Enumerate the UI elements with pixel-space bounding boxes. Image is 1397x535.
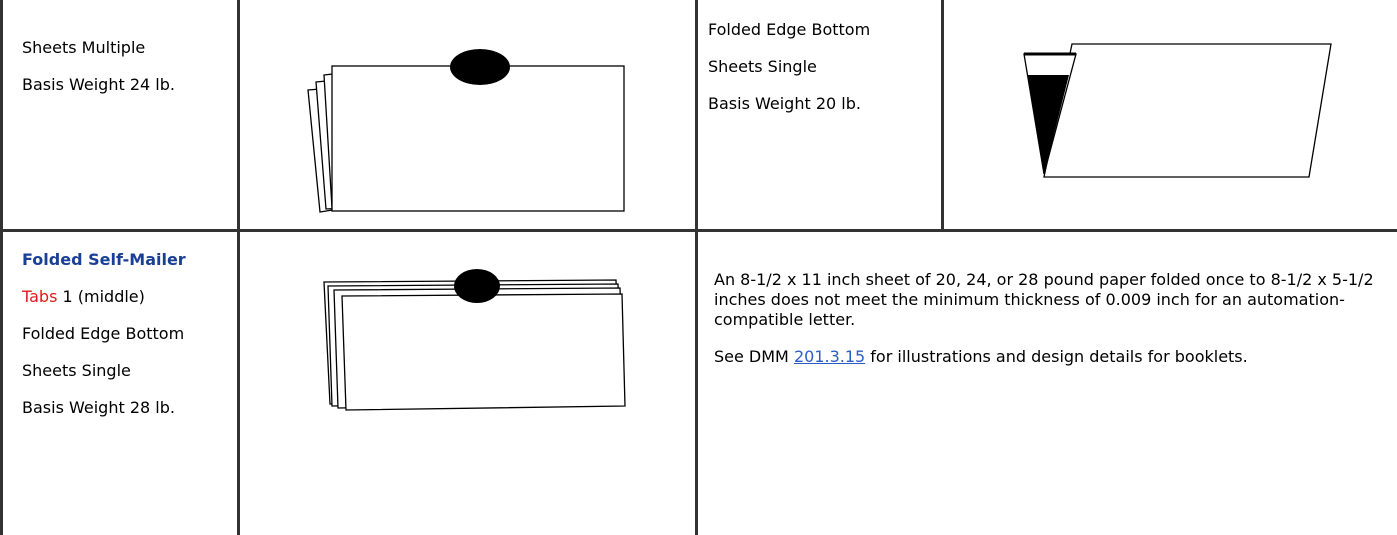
folded-edge-bottom-text: Folded Edge Bottom: [708, 20, 871, 39]
sheets-single-text: Sheets Single: [708, 57, 817, 76]
table-row-divider: [0, 229, 1397, 232]
basis-weight-20-text: Basis Weight 20 lb.: [708, 94, 861, 113]
tabs-label: Tabs: [22, 287, 58, 306]
tabs-line: Tabs 1 (middle): [22, 287, 227, 307]
dmm-suffix: for illustrations and design details for…: [865, 347, 1248, 366]
folded-sheet-illustration: [1023, 43, 1332, 178]
folded-self-mailer-title: Folded Self-Mailer: [22, 250, 186, 269]
description-paragraph: An 8-1/2 x 11 inch sheet of 20, 24, or 2…: [714, 270, 1374, 329]
table-border-left: [0, 0, 3, 535]
row1-spec-cell: Sheets Multiple Basis Weight 24 lb.: [22, 38, 227, 95]
folded-self-mailer-spec-cell: Folded Self-Mailer Tabs 1 (middle) Folde…: [22, 250, 227, 418]
basis-weight-28-text: Basis Weight 28 lb.: [22, 398, 175, 417]
basis-weight-24-text: Basis Weight 24 lb.: [22, 75, 175, 94]
self-mailer-illustration: [323, 269, 626, 411]
self-mailer-description-cell: An 8-1/2 x 11 inch sheet of 20, 24, or 2…: [714, 270, 1392, 367]
sheets-single-text-2: Sheets Single: [22, 361, 131, 380]
row1-folded-spec-cell: Folded Edge Bottom Sheets Single Basis W…: [708, 20, 928, 114]
table-divider-2: [695, 0, 698, 535]
table-divider-3: [941, 0, 944, 231]
tabs-value: 1 (middle): [57, 287, 145, 306]
dmm-reference-paragraph: See DMM 201.3.15 for illustrations and d…: [714, 347, 1392, 367]
table-divider-1: [237, 0, 240, 535]
sheets-multiple-text: Sheets Multiple: [22, 38, 146, 57]
folded-edge-bottom-text-2: Folded Edge Bottom: [22, 324, 185, 343]
dmm-201-3-15-link[interactable]: 201.3.15: [793, 347, 866, 366]
dmm-prefix: See DMM: [714, 347, 794, 366]
multiple-sheets-illustration: [307, 49, 625, 213]
